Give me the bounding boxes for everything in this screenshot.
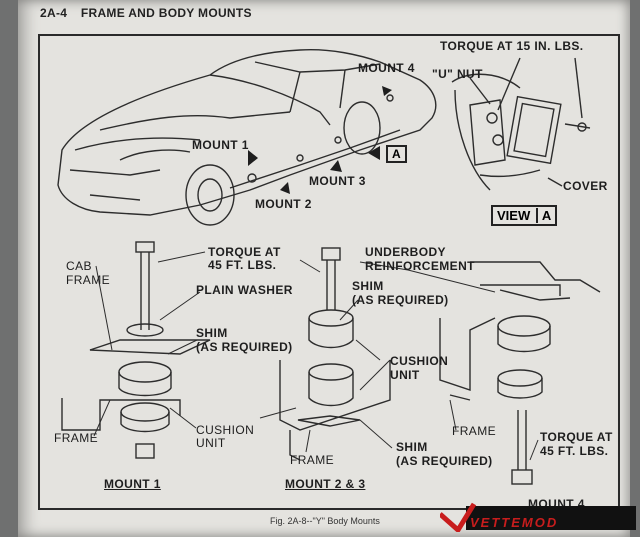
watermark-text: VETTEMOD: [470, 515, 559, 530]
view-letter: A: [535, 208, 552, 223]
car-illustration: [57, 48, 437, 226]
page-header: 2A-4 FRAME AND BODY MOUNTS: [40, 6, 252, 20]
leader-lines: [93, 251, 539, 461]
view-a-arrow-box: A: [386, 145, 407, 163]
cushion-unit-label-a: CUSHION: [196, 423, 255, 437]
watermark-logo: [440, 502, 636, 532]
manual-page: [18, 0, 630, 537]
torque-45-label-a: TORQUE AT: [208, 245, 281, 259]
underbody-label-b: REINFORCEMENT: [365, 259, 475, 273]
cab-frame-label-a: CAB: [66, 259, 92, 273]
mount23-stack: [279, 247, 391, 461]
torque-15-label: TORQUE AT 15 IN. LBS.: [440, 39, 584, 53]
cab-frame-label-b: FRAME: [66, 273, 110, 287]
u-nut-label: "U" NUT: [432, 67, 483, 81]
shim23-label-a: SHIM: [352, 279, 384, 293]
frame-label-mount1: FRAME: [54, 431, 98, 445]
cushion4-label-b: UNIT: [390, 368, 420, 382]
mount4-stack: [439, 261, 601, 485]
shim23-label-b: (AS REQUIRED): [352, 293, 449, 307]
torque-45-mount4-b: 45 FT. LBS.: [540, 444, 609, 458]
frame-label-mount23: FRAME: [290, 453, 334, 467]
torque-45-label-b: 45 FT. LBS.: [208, 258, 277, 272]
mount3-callout: MOUNT 3: [309, 174, 366, 188]
cushion-unit-label-b: UNIT: [196, 436, 226, 450]
frame-label-mount4: FRAME: [452, 424, 496, 438]
cushion4-label-a: CUSHION: [390, 354, 449, 368]
cover-label: COVER: [563, 179, 608, 193]
shim23-lower-label-b: (AS REQUIRED): [396, 454, 493, 468]
figure-caption: Fig. 2A-8--"Y" Body Mounts: [270, 516, 380, 526]
torque-45-mount4-a: TORQUE AT: [540, 430, 613, 444]
page-number: 2A-4: [40, 6, 68, 20]
section-title-mount1: MOUNT 1: [104, 477, 161, 491]
mount4-callout: MOUNT 4: [358, 61, 415, 75]
view-a-detail: [451, 57, 591, 191]
view-word: VIEW: [497, 208, 531, 223]
plain-washer-label: PLAIN WASHER: [196, 283, 293, 297]
shim23-lower-label-a: SHIM: [396, 440, 428, 454]
shim-label-b: (AS REQUIRED): [196, 340, 293, 354]
underbody-label-a: UNDERBODY: [365, 245, 446, 259]
mount1-stack: [61, 241, 211, 459]
view-a-label: VIEW A: [491, 205, 558, 226]
section-title-mount23: MOUNT 2 & 3: [285, 477, 366, 491]
mount1-callout: MOUNT 1: [192, 138, 249, 152]
mount2-callout: MOUNT 2: [255, 197, 312, 211]
page-title: FRAME AND BODY MOUNTS: [80, 6, 252, 20]
shim-label-a: SHIM: [196, 326, 228, 340]
figure-frame: [38, 34, 620, 510]
